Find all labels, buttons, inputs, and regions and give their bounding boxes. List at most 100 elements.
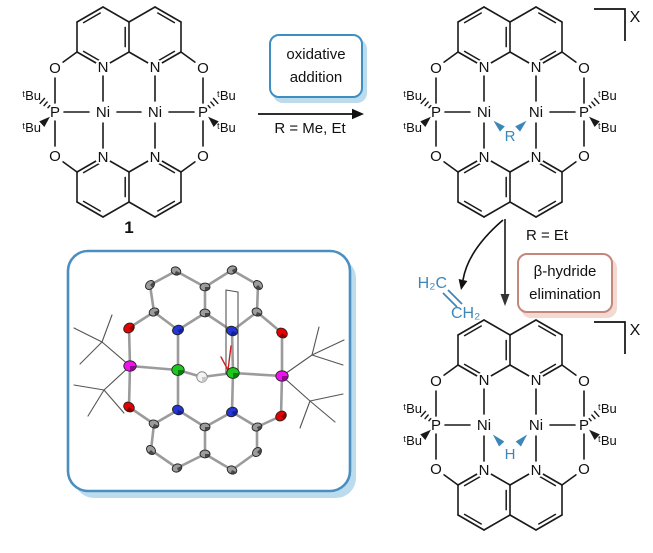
bridging-h-label: H xyxy=(505,446,516,463)
atom-ellipsoid xyxy=(199,422,211,432)
tbu-label: ᵗBu xyxy=(403,120,422,135)
oxidative-addition-box: oxidative addition xyxy=(269,34,363,98)
atom-ellipsoid xyxy=(199,282,211,292)
p-atom-label: P xyxy=(50,104,60,121)
oxidative-addition-line2: addition xyxy=(289,69,343,86)
arrow-head-icon xyxy=(352,108,364,120)
wedge-bond xyxy=(589,429,600,441)
atom-ellipsoid xyxy=(226,265,238,275)
crystal-structure-panel xyxy=(66,249,356,498)
atom-ellipsoid xyxy=(170,266,182,276)
beta-hydride-line1: β-hydride xyxy=(533,262,597,280)
o-atom-label: O xyxy=(430,461,442,478)
tbu-label: ᵗBu xyxy=(598,401,617,416)
tbu-label: ᵗBu xyxy=(598,120,617,135)
tbu-label: ᵗBu xyxy=(217,88,236,103)
n-atom-label: N xyxy=(531,59,542,76)
wedge-bond xyxy=(493,120,505,132)
beta-hydride-line2: elimination xyxy=(529,286,601,303)
p-atom-label: P xyxy=(431,417,441,434)
o-atom-label: O xyxy=(197,148,209,165)
p-atom-label: P xyxy=(579,417,589,434)
bridging-r-label: R xyxy=(505,128,516,145)
n-atom-label: N xyxy=(479,59,490,76)
atom-ellipsoid xyxy=(172,324,184,336)
tbu-label: ᵗBu xyxy=(598,433,617,448)
tbu-label: ᵗBu xyxy=(403,401,422,416)
tbu-label: ᵗBu xyxy=(22,88,41,103)
n-atom-label: N xyxy=(98,59,109,76)
atom-ellipsoid xyxy=(275,370,289,382)
o-atom-label: O xyxy=(578,373,590,390)
atom-ellipsoid xyxy=(226,367,240,379)
wedge-bond xyxy=(515,434,528,447)
ni-atom-label: Ni xyxy=(477,417,491,434)
wedge-bond xyxy=(420,116,431,128)
atom-ellipsoid xyxy=(123,322,135,334)
n-atom-label: N xyxy=(531,372,542,389)
beta-hydride-box: β-hydride elimination xyxy=(517,253,613,313)
wedge-bond xyxy=(515,120,527,132)
tbu-label: ᵗBu xyxy=(598,88,617,103)
atom-ellipsoid xyxy=(276,327,288,339)
curved-arrow-head-icon xyxy=(458,279,468,290)
wedge-bond xyxy=(208,116,219,128)
atom-ellipsoid xyxy=(123,360,137,372)
curved-arrow-shaft xyxy=(462,219,504,281)
atom-ellipsoid xyxy=(252,447,262,457)
o-atom-label: O xyxy=(578,60,590,77)
n-atom-label: N xyxy=(479,149,490,166)
atom-ellipsoid xyxy=(226,406,238,418)
p-atom-label: P xyxy=(198,104,208,121)
atom-ellipsoid xyxy=(123,401,135,413)
n-atom-label: N xyxy=(479,372,490,389)
ethylene-molecule: H₂C CH₂ xyxy=(418,275,481,322)
n-atom-label: N xyxy=(479,462,490,479)
elimination-arrows xyxy=(458,219,510,306)
atom-ellipsoid xyxy=(172,404,184,416)
n-atom-label: N xyxy=(98,149,109,166)
r-groups-caption: R = Me, Et xyxy=(274,120,346,137)
o-atom-label: O xyxy=(430,60,442,77)
ethylene-double-bond xyxy=(447,289,463,305)
atom-ellipsoid xyxy=(251,307,263,317)
tbu-label: ᵗBu xyxy=(403,88,422,103)
wedge-bond xyxy=(420,429,431,441)
compound-number-label: 1 xyxy=(124,218,133,237)
n-atom-label: N xyxy=(531,462,542,479)
atom-ellipsoid xyxy=(145,280,155,290)
ni-atom-label: Ni xyxy=(529,417,543,434)
n-atom-label: N xyxy=(150,59,161,76)
ethylene-h2c-label: H₂C xyxy=(418,275,447,292)
ethylene-ch2-label: CH₂ xyxy=(451,305,480,322)
atom-ellipsoid xyxy=(148,419,160,429)
ni-atom-label: Ni xyxy=(477,104,491,121)
atom-ellipsoid xyxy=(253,280,263,290)
tbu-label: ᵗBu xyxy=(22,120,41,135)
o-atom-label: O xyxy=(49,148,61,165)
atom-ellipsoid xyxy=(146,445,156,455)
ni-atom-label: Ni xyxy=(529,104,543,121)
atom-ellipsoid xyxy=(148,307,160,317)
wedge-bond xyxy=(589,116,600,128)
o-atom-label: O xyxy=(49,60,61,77)
ethylene-double-bond xyxy=(442,292,458,308)
r-et-caption: R = Et xyxy=(526,227,569,244)
atom-ellipsoid xyxy=(251,422,263,432)
atom-ellipsoid xyxy=(275,410,287,422)
o-atom-label: O xyxy=(197,60,209,77)
tbu-label: ᵗBu xyxy=(403,433,422,448)
atom-ellipsoid xyxy=(171,364,185,376)
crystal-frame xyxy=(66,249,352,493)
charge-label: X xyxy=(630,9,641,26)
o-atom-label: O xyxy=(430,373,442,390)
atom-ellipsoid xyxy=(171,463,183,473)
ni-atom-label: Ni xyxy=(148,104,162,121)
charge-bracket xyxy=(594,8,626,41)
o-atom-label: O xyxy=(430,148,442,165)
ni-atom-label: Ni xyxy=(96,104,110,121)
